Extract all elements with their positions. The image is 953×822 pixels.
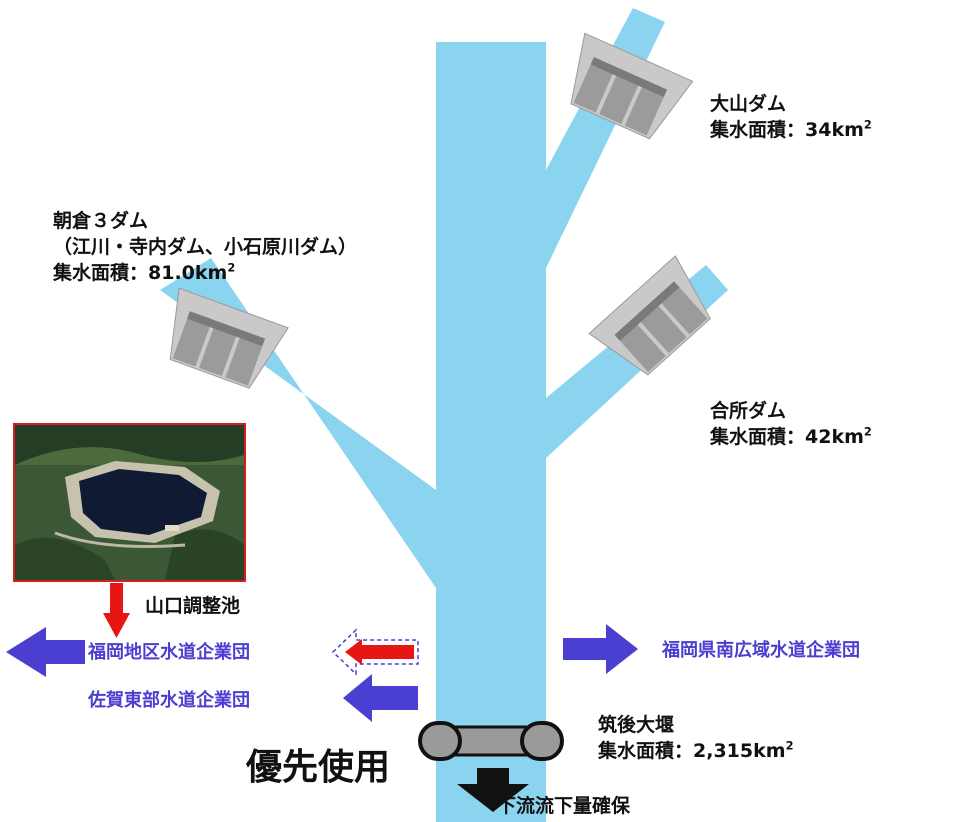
asakura-dam-note: （江川・寺内ダム、小石原川ダム） [53,236,358,258]
downstream-arrow [457,768,529,812]
oyama-dam-icon [570,32,694,140]
fukuoka-district-label: 福岡地区水道企業団 [88,642,250,663]
oyama-dam-label: 大山ダム 集水面積：34km2 [710,91,872,143]
asakura-dam-area: 集水面積：81.0km2 [53,260,236,284]
chikugo-weir-area: 集水面積：2,315km2 [598,738,794,762]
goudokoro-dam-area: 集水面積：42km2 [710,424,872,448]
pond-down-arrow [103,583,130,638]
main-river [436,42,546,822]
chikugo-weir-label: 筑後大堰 集水面積：2,315km2 [598,712,794,764]
oyama-dam-area: 集水面積：34km2 [710,117,872,141]
fukuoka-south-arrow [563,624,638,674]
saga-east-arrow [343,674,418,722]
goudokoro-dam-name: 合所ダム [710,400,787,422]
dashed-outline-arrow [331,628,419,676]
fukuoka-district-arrow [6,627,85,677]
oyama-dam-name: 大山ダム [710,93,787,115]
reservoir-aerial-photo [13,423,246,582]
yamaguchi-pond-label: 山口調整池 [145,595,241,617]
goudokoro-dam-icon [588,255,711,376]
priority-use-label: 優先使用 [246,747,391,788]
asakura-dam-label: 朝倉３ダム （江川・寺内ダム、小石原川ダム） 集水面積：81.0km2 [53,208,357,286]
red-transfer-arrow [345,639,414,665]
saga-east-label: 佐賀東部水道企業団 [88,690,250,711]
asakura-dam-icon [169,287,289,389]
chikugo-weir-icon [418,721,564,761]
fukuoka-south-label: 福岡県南広域水道企業団 [662,640,860,661]
chikugo-weir-name: 筑後大堰 [598,714,675,736]
downstream-flow-label: 下流流下量確保 [497,795,631,817]
asakura-dam-name: 朝倉３ダム [53,210,149,232]
goudokoro-dam-label: 合所ダム 集水面積：42km2 [710,398,872,450]
